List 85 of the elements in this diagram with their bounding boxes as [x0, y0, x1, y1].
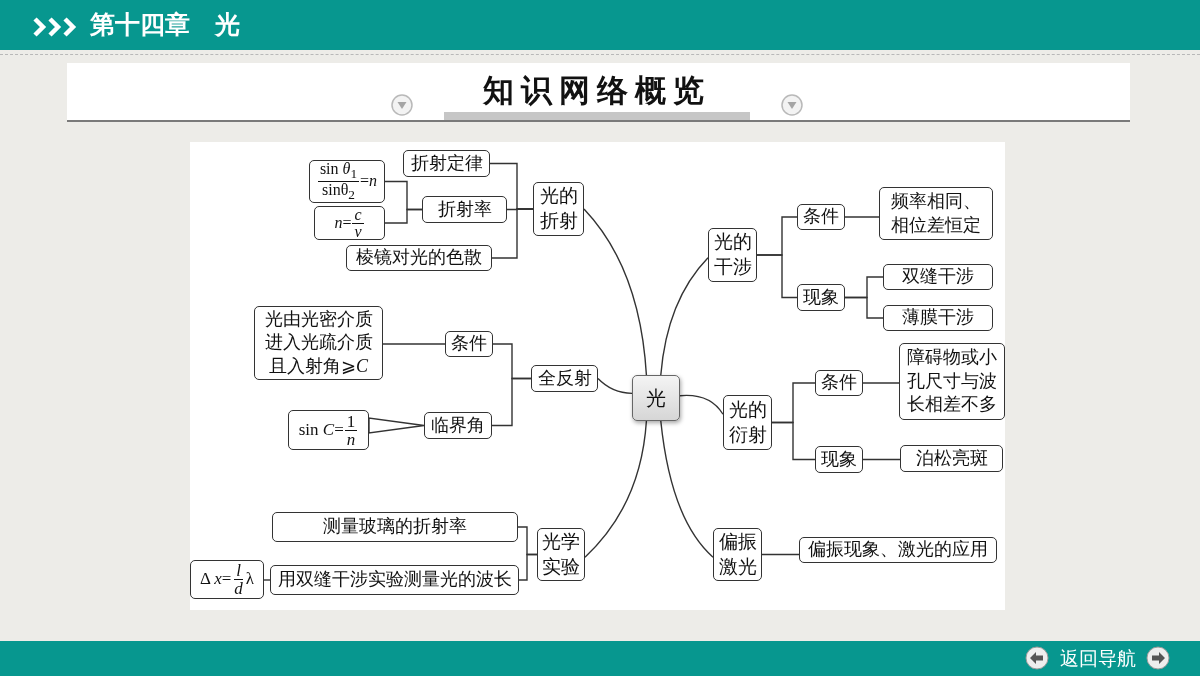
topic-box	[815, 370, 863, 396]
topic-box	[799, 537, 997, 563]
connector-line	[862, 382, 900, 384]
node-text: 障碍物或小孔尺寸与波长相差不多	[906, 346, 998, 417]
callout-box	[288, 410, 369, 450]
central-topic-box	[632, 375, 680, 421]
fraction-numerator: 1	[344, 412, 358, 431]
node-text: 薄膜干涉	[902, 306, 974, 330]
topic-box	[422, 196, 507, 223]
fraction-denominator: n	[345, 430, 357, 448]
topic-box	[270, 565, 519, 595]
topic-box	[883, 305, 993, 331]
node-text: 临界角	[431, 413, 485, 437]
page-title: 知识网络概览	[482, 71, 712, 110]
connector-line	[263, 579, 271, 581]
topic-box	[346, 245, 492, 271]
node-text: 条件	[451, 332, 487, 356]
node-text: 测量玻璃的折射率	[323, 515, 467, 539]
node-text: 光的折射	[538, 184, 579, 233]
fraction-denominator: d	[233, 580, 244, 597]
formula-text: sin C=	[298, 418, 344, 441]
connector-line	[491, 208, 534, 259]
connector-line	[491, 377, 532, 427]
node-text: 双缝干涉	[902, 265, 974, 289]
fraction-numerator: c	[352, 206, 364, 224]
callout-pointer	[368, 417, 425, 434]
connector-line	[771, 421, 816, 461]
node-text: 光由光密介质进入光疏介质且入射角⩾C	[263, 307, 374, 378]
connector-line	[844, 216, 880, 218]
node-text: 条件	[803, 205, 839, 229]
topic-box	[815, 446, 863, 473]
node-text: 光学实验	[541, 529, 581, 579]
topic-box	[797, 204, 845, 230]
connector-line	[597, 377, 633, 395]
topic-box	[883, 264, 993, 290]
connector-line	[660, 420, 714, 558]
fraction-denominator: sinθ$_{2}$	[320, 182, 356, 202]
formula-text: =n	[360, 171, 378, 192]
topic-box	[272, 512, 518, 542]
node-text: 折射定律	[410, 151, 483, 175]
fraction-denominator: v	[353, 223, 363, 240]
node-text: 折射率	[437, 197, 492, 221]
formula-text: n=	[334, 212, 352, 233]
fraction-numerator: sin θ$_{1}$	[317, 161, 360, 182]
formula-text: λ	[245, 568, 255, 591]
connector-line	[584, 420, 648, 558]
topic-box	[424, 412, 492, 439]
connector-line	[679, 394, 724, 415]
connector-line	[583, 208, 648, 376]
connector-line	[660, 257, 709, 376]
connector-line	[761, 553, 800, 556]
connector-line	[382, 343, 446, 345]
formula-box	[309, 160, 385, 203]
connector-line	[384, 208, 423, 224]
formula-box	[190, 560, 264, 599]
chapter-heading: 第十四章 光	[90, 9, 240, 41]
formula-box	[314, 206, 385, 240]
fraction-numerator: l	[234, 562, 243, 580]
topic-box	[254, 306, 383, 380]
topic-box	[531, 365, 598, 392]
node-text: 棱镜对光的色散	[356, 246, 482, 270]
topic-box	[403, 150, 490, 177]
node-text: 偏振现象、激光的应用	[808, 538, 988, 562]
node-text: 泊松亮斑	[915, 446, 988, 470]
node-text: 光的衍射	[727, 397, 768, 447]
node-text: 条件	[821, 371, 857, 395]
topic-box	[445, 331, 493, 357]
node-text: 现象	[821, 447, 857, 471]
topic-box	[899, 343, 1005, 420]
topic-box	[900, 445, 1003, 472]
node-text: 用双缝干涉实验测量光的波长	[277, 568, 512, 592]
connector-line	[756, 254, 798, 299]
topic-box	[879, 187, 993, 240]
topic-box	[797, 284, 845, 311]
node-text: 光的干涉	[712, 230, 753, 279]
formula-text: Δ x=	[199, 568, 232, 591]
node-text: 现象	[803, 285, 839, 309]
back-to-navigation-button: 返回导航	[1055, 645, 1141, 671]
node-text: 全反射	[537, 366, 592, 390]
connector-line	[862, 458, 901, 461]
node-text: 偏振激光	[717, 529, 758, 579]
node-text: 光	[646, 386, 666, 411]
connector-line	[518, 553, 538, 581]
connector-line	[844, 296, 884, 319]
node-text: 频率相同、相位差恒定	[890, 190, 982, 237]
